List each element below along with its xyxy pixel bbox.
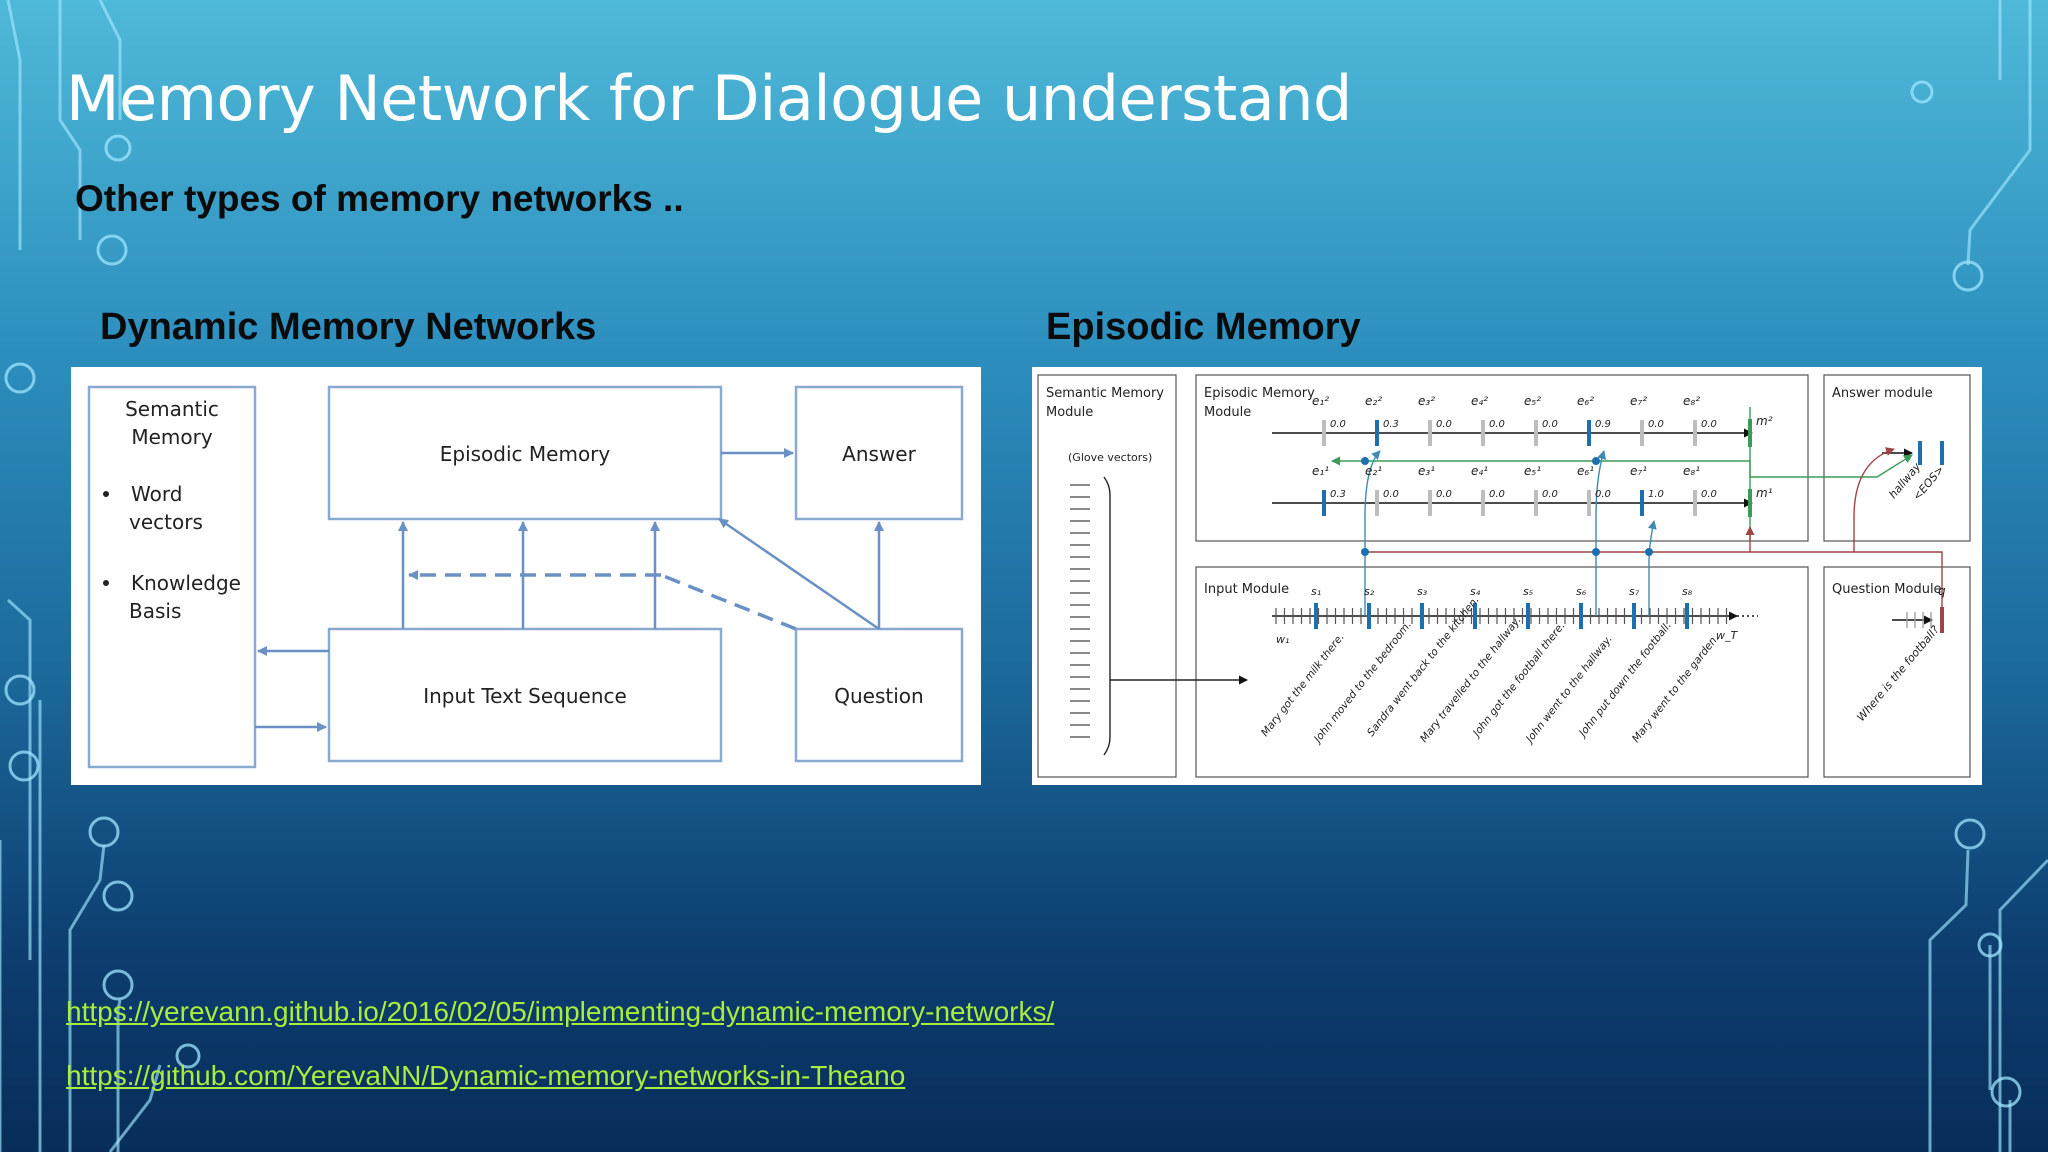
semantic-memory-module-box [1037, 374, 1177, 778]
sentence-label-4: s₄ [1470, 585, 1481, 598]
sentence-label-1: s₁ [1311, 585, 1321, 598]
episode2-label-5: e₅² [1524, 394, 1541, 408]
sentence-label-8: s₈ [1682, 585, 1693, 598]
answer-box [794, 385, 964, 521]
bullet2-line2: Basis [129, 599, 181, 623]
question-label: Question [834, 684, 923, 708]
episode1-label-8: e₈¹ [1683, 464, 1700, 478]
heading-episodic-memory: Episodic Memory [1046, 306, 1361, 348]
episode2-value-2: 0.3 [1383, 419, 1399, 430]
wt-label: w_T [1716, 629, 1738, 642]
episodic-memory-box [327, 385, 723, 521]
bullet2-line1: Knowledge [131, 571, 241, 595]
sentence-label-2: s₂ [1364, 585, 1375, 598]
episode1-label-2: e₂¹ [1365, 464, 1382, 478]
bullet-dot-1 [103, 491, 109, 497]
episode2-label-1: e₁² [1312, 394, 1329, 408]
m1-label: m¹ [1756, 486, 1773, 500]
episode2-value-4: 0.0 [1489, 419, 1505, 430]
episode2-value-7: 0.0 [1648, 419, 1664, 430]
episode2-label-3: e₃² [1418, 394, 1435, 408]
answer-module-label: Answer module [1832, 386, 1933, 401]
episode2-value-5: 0.0 [1542, 419, 1558, 430]
episode1-label-1: e₁¹ [1312, 464, 1329, 478]
heading-dynamic-memory-networks: Dynamic Memory Networks [100, 306, 597, 348]
glove-bracket [1103, 476, 1111, 756]
episode1-label-6: e₆¹ [1577, 464, 1594, 478]
episode2-label-2: e₂² [1365, 394, 1382, 408]
episode1-value-7: 1.0 [1648, 489, 1664, 500]
arrow-question-to-episodic [718, 517, 880, 631]
episode1-label-7: e₇¹ [1630, 464, 1647, 478]
input-text-sequence-box [327, 627, 723, 763]
question-module-box [1823, 566, 1971, 778]
question-line [1364, 551, 1943, 607]
glove-vectors-label: (Glove vectors) [1068, 451, 1152, 464]
arrow-question-to-answer [1853, 447, 1895, 552]
episode1-label-5: e₅¹ [1524, 464, 1541, 478]
episode1-value-1: 0.3 [1330, 489, 1346, 500]
semantic-title-line1: Semantic [125, 397, 219, 421]
episode1-value-6: 0.0 [1595, 489, 1611, 500]
arrow-memory-to-answer [1749, 407, 1913, 478]
q-label: q [1938, 584, 1946, 598]
episode1-label-4: e₄¹ [1471, 464, 1488, 478]
link-github-repo[interactable]: https://github.com/YerevaNN/Dynamic-memo… [66, 1060, 906, 1091]
question-module-label: Question Module [1832, 582, 1942, 597]
episode2-label-8: e₈² [1683, 394, 1700, 408]
answer-label: Answer [842, 442, 916, 466]
episode1-label-3: e₃¹ [1418, 464, 1435, 478]
sentence-label-5: s₅ [1523, 585, 1533, 598]
arrow-s6-to-episode2 [1595, 450, 1606, 616]
arrow-s2-to-episode2 [1364, 450, 1381, 616]
episode1-value-3: 0.0 [1436, 489, 1452, 500]
episodic-memory-label: Episodic Memory [440, 442, 611, 466]
episode2-value-8: 0.0 [1701, 419, 1717, 430]
arrow-s7-to-episode1 [1647, 520, 1657, 616]
sentence-label-7: s₇ [1629, 585, 1640, 598]
episode1-value-2: 0.0 [1383, 489, 1399, 500]
m2-label: m² [1756, 414, 1773, 428]
episodic-figure: e₁²0.0e₂²0.3e₃²0.0e₄²0.0e₅²0.0e₆²0.9e₇²0… [1037, 374, 1971, 778]
dashed-question-link [660, 573, 797, 631]
episode1-value-8: 0.0 [1701, 489, 1717, 500]
question-box [794, 627, 964, 763]
bullet1-line1: Word [131, 482, 182, 506]
dmn-diagram-panel: Semantic Memory Word vectors Knowledge B… [71, 367, 981, 785]
semantic-memory-box [87, 385, 257, 769]
link-yerevann-blog[interactable]: https://yerevann.github.io/2016/02/05/im… [66, 996, 1055, 1027]
episode2-value-6: 0.9 [1595, 419, 1611, 430]
slide-title: Memory Network for Dialogue understand [66, 62, 1352, 135]
dmn-diagram: Semantic Memory Word vectors Knowledge B… [87, 385, 964, 769]
episode2-label-7: e₇² [1630, 394, 1647, 408]
bullet-dot-2 [103, 580, 109, 586]
episode1-value-4: 0.0 [1489, 489, 1505, 500]
episode2-label-6: e₆² [1577, 394, 1594, 408]
semantic-memory-label-1: Semantic Memory [1046, 386, 1164, 401]
input-text-sequence-label: Input Text Sequence [423, 684, 627, 708]
bullet1-line2: vectors [129, 510, 203, 534]
episode2-value-3: 0.0 [1436, 419, 1452, 430]
sentence-label-6: s₆ [1576, 585, 1587, 598]
episodic-memory-module-box [1195, 374, 1809, 542]
semantic-memory-label-2: Module [1046, 405, 1093, 420]
episode2-value-1: 0.0 [1330, 419, 1346, 430]
sentence-label-3: s₃ [1417, 585, 1428, 598]
w1-label: w₁ [1276, 633, 1289, 646]
episode2-label-4: e₄² [1471, 394, 1488, 408]
semantic-title-line2: Memory [131, 425, 213, 449]
episode1-value-5: 0.0 [1542, 489, 1558, 500]
slide-subtitle: Other types of memory networks .. [75, 178, 684, 219]
answer-module-box [1823, 374, 1971, 542]
episodic-memory-module-label-2: Module [1204, 405, 1251, 420]
episodic-memory-module-label-1: Episodic Memory [1204, 386, 1315, 401]
input-module-label: Input Module [1204, 582, 1289, 597]
input-module-box [1195, 566, 1809, 778]
